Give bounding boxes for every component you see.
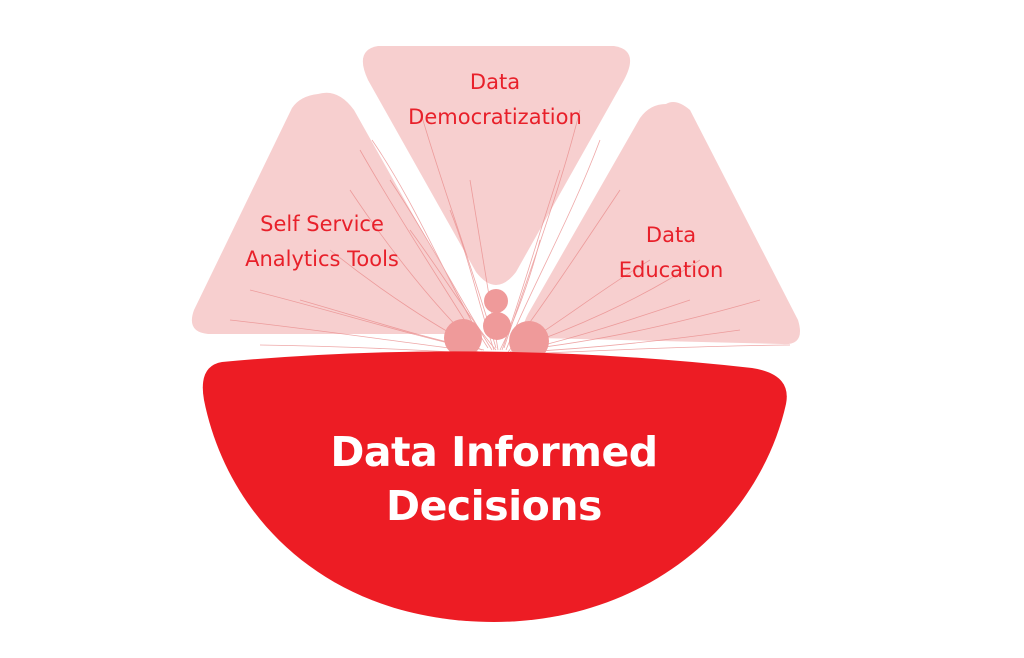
main-label: Data Informed Decisions [244, 425, 744, 533]
petal-left-label: Self Service Analytics Tools [202, 207, 442, 277]
petal-right-shape [523, 102, 800, 345]
node-circle [484, 289, 508, 313]
node-circle [483, 312, 511, 340]
main-line1: Data Informed [330, 428, 658, 476]
petal-right-line2: Education [618, 258, 724, 282]
main-line2: Decisions [386, 482, 602, 530]
main-bowl-shape [202, 351, 787, 622]
petal-left-shape [191, 92, 472, 334]
petal-right-line1: Data [645, 223, 697, 247]
petal-top-line2: Democratization [408, 105, 582, 129]
petal-top-shape [362, 46, 631, 285]
petal-top-label: Data Democratization [375, 65, 615, 135]
petal-right-label: Data Education [566, 218, 776, 288]
petal-left-line2: Analytics Tools [245, 247, 399, 271]
petal-top-line1: Data [469, 70, 521, 94]
node-circle [509, 321, 549, 361]
petal-left-line1: Self Service [260, 212, 384, 236]
node-circle [444, 319, 482, 357]
